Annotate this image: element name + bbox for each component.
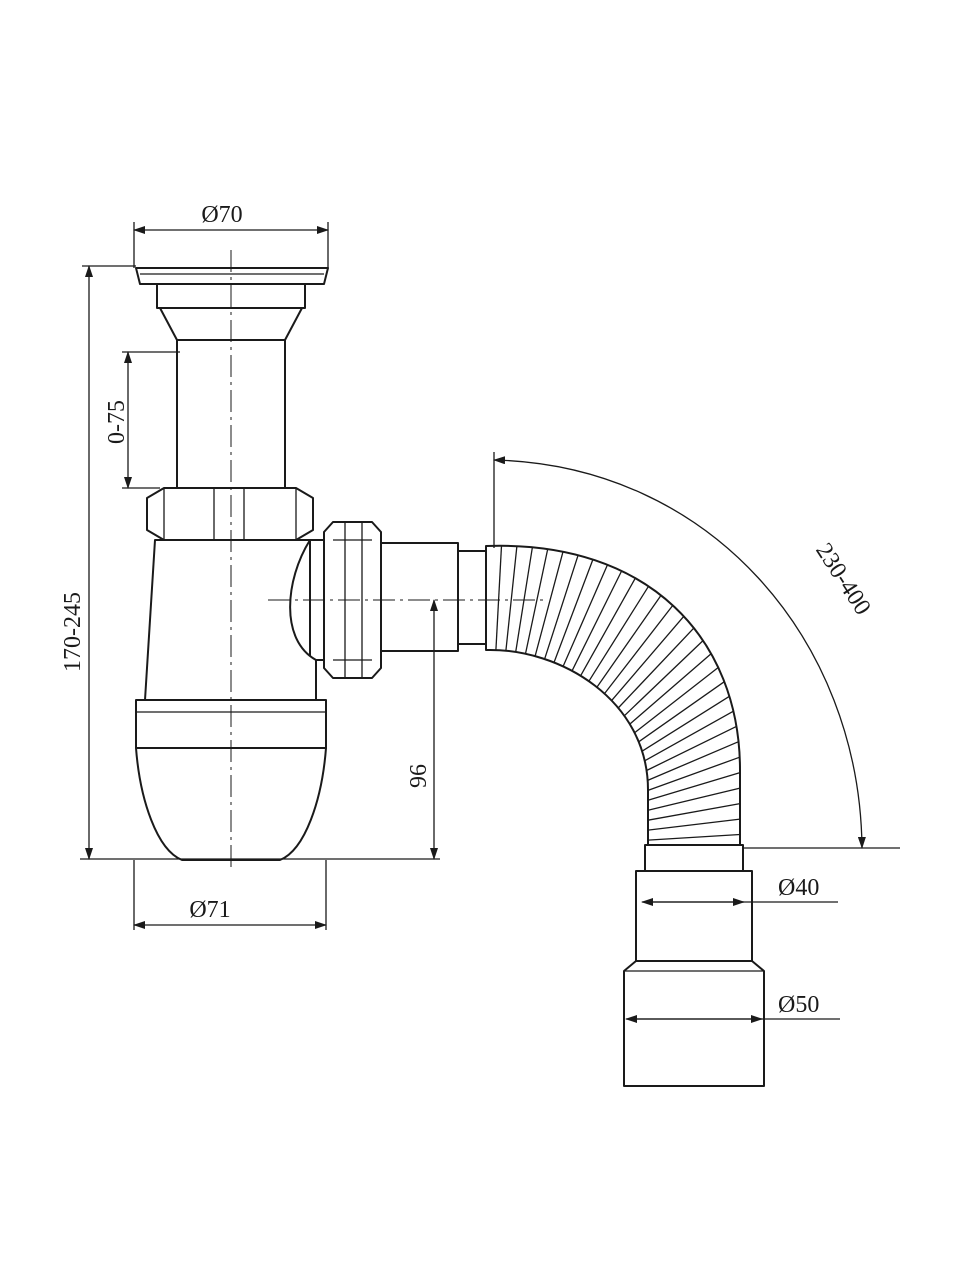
dim-label-extension-range: 0-75: [104, 400, 130, 444]
dimension-bottle-diameter: Ø71: [133, 860, 327, 930]
dim-label-outlet-small: Ø40: [778, 875, 819, 901]
corrugated-hose: [485, 544, 741, 851]
dimension-outlet-height: 96: [406, 599, 438, 860]
dim-label-total-height: 170-245: [60, 592, 86, 672]
dim-label-top-diameter: Ø70: [201, 202, 242, 228]
dimension-outlet-large: Ø50: [625, 992, 840, 1023]
dim-label-hose-length: 230-400: [810, 539, 875, 620]
bottle-nut: [146, 487, 314, 541]
dim-label-bottle-diameter: Ø71: [189, 897, 230, 923]
drain-flange: [135, 267, 329, 341]
dim-label-outlet-large: Ø50: [778, 992, 819, 1018]
dimension-top-diameter: Ø70: [133, 202, 329, 268]
dimension-extension-range: 0-75: [104, 351, 180, 489]
dimension-total-height: 170-245: [60, 265, 440, 860]
hose-outlet-sleeve-50: [623, 960, 765, 1087]
hose-outlet-sleeve-40: [635, 844, 753, 962]
dimension-outlet-small: Ø40: [641, 875, 838, 906]
dim-label-outlet-height: 96: [406, 764, 432, 788]
